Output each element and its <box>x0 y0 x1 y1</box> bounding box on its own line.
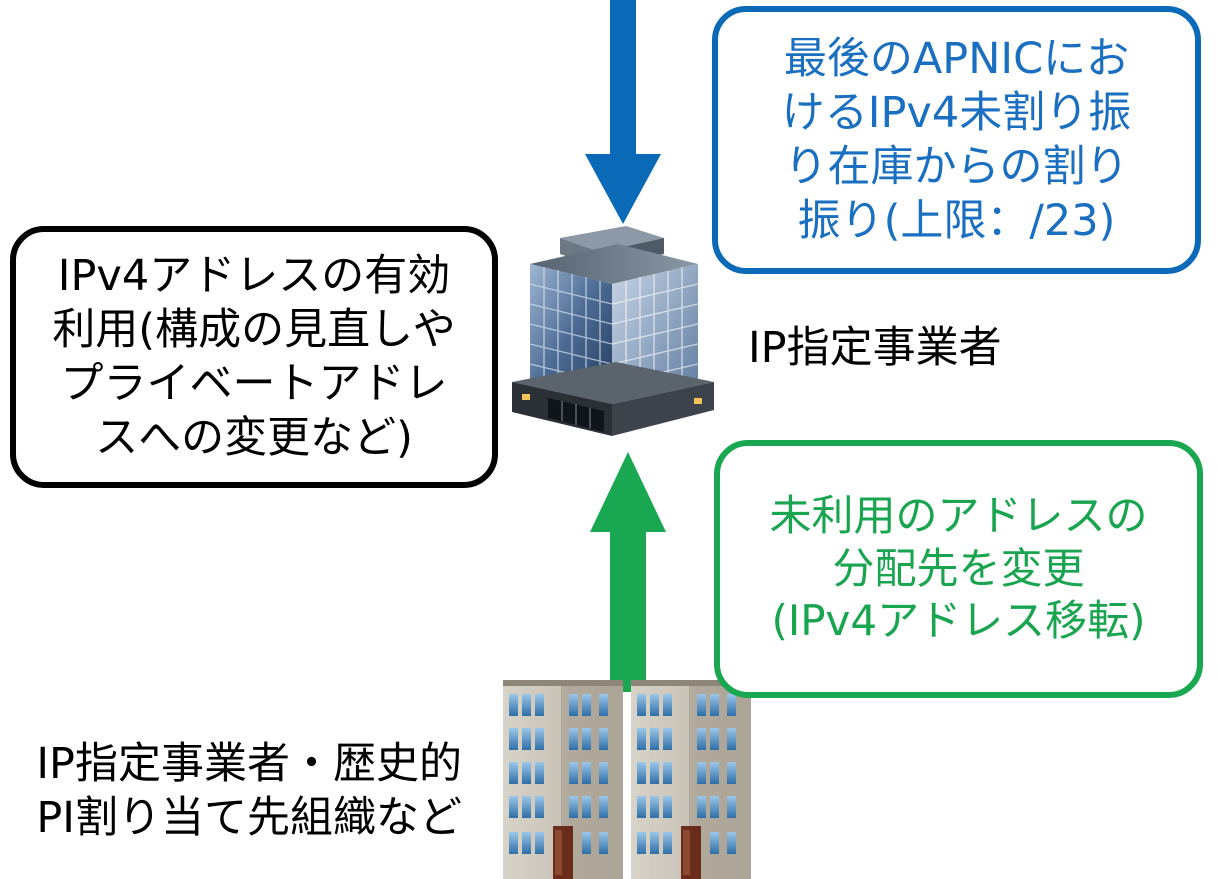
office-building-icon <box>512 226 714 436</box>
effective-use-line: スへの変更など) <box>95 413 413 464</box>
effective-use-text: IPv4アドレスの有効 利用(構成の見直しや プライベートアドレ スへの変更など… <box>52 249 455 466</box>
other-holders-line: IP指定事業者・歴史的 <box>36 739 462 789</box>
apnic-allocation-line: けるIPv4未割り振 <box>781 87 1132 138</box>
twin-buildings-icon <box>503 680 751 879</box>
apnic-allocation-line: 最後のAPNICにお <box>783 33 1130 84</box>
transfer-line: 未利用のアドレスの <box>769 490 1148 540</box>
effective-use-box: IPv4アドレスの有効 利用(構成の見直しや プライベートアドレ スへの変更など… <box>10 226 498 488</box>
effective-use-line: 利用(構成の見直しや <box>52 304 456 355</box>
arrow-up-icon <box>590 452 666 692</box>
apnic-allocation-line: り在庫からの割り <box>784 142 1129 192</box>
other-holders-line: PI割り当て先組織など <box>36 792 462 843</box>
apnic-allocation-box: 最後のAPNICにお けるIPv4未割り振 り在庫からの割り 振り(上限：/23… <box>712 6 1201 274</box>
transfer-line: (IPv4アドレス移転) <box>771 596 1146 646</box>
apnic-allocation-text: 最後のAPNICにお けるIPv4未割り振 り在庫からの割り 振り(上限：/23… <box>782 32 1131 249</box>
apnic-allocation-line: 振り(上限：/23) <box>797 196 1116 247</box>
transfer-box: 未利用のアドレスの 分配先を変更 (IPv4アドレス移転) <box>714 440 1203 698</box>
effective-use-line: IPv4アドレスの有効 <box>57 250 451 301</box>
arrow-down-icon <box>585 0 661 224</box>
lir-label: IP指定事業者 <box>748 323 1002 373</box>
transfer-line: 分配先を変更 <box>832 543 1085 593</box>
transfer-text: 未利用のアドレスの 分配先を変更 (IPv4アドレス移転) <box>769 490 1147 649</box>
other-holders-label: IP指定事業者・歴史的 PI割り当て先組織など <box>36 738 462 846</box>
effective-use-line: プライベートアドレ <box>60 359 448 409</box>
